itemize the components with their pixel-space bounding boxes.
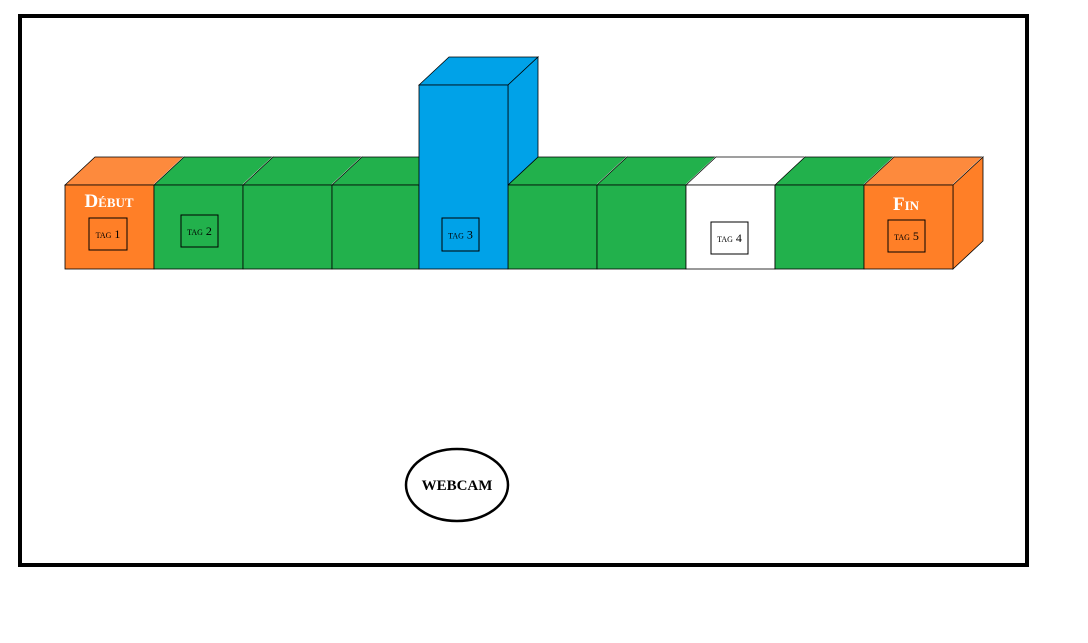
tag-box (710, 221, 749, 255)
track: tag 1 tag 2 tag 3 tag 4 tag 5 Début Fin (64, 56, 984, 270)
cell-front-face (64, 184, 155, 270)
webcam-label: WEBCAM (422, 478, 493, 494)
cell-front-face (685, 184, 776, 270)
tag-box (441, 217, 480, 252)
cell-front-face (774, 184, 865, 270)
tag-label: tag 5 (894, 229, 919, 243)
cell-front-face (863, 184, 954, 270)
tag-label: tag 3 (448, 228, 473, 242)
cell-front-face (331, 184, 420, 270)
webcam-ellipse (404, 447, 510, 523)
tag-box (180, 214, 219, 248)
tag-box (88, 217, 128, 251)
blue-block-front-face (418, 84, 509, 270)
cell-front-face (242, 184, 333, 270)
start-label: Début (84, 191, 133, 212)
cell-front-face (596, 184, 687, 270)
tag-box (887, 219, 926, 253)
tag-label: tag 4 (717, 231, 742, 245)
webcam: WEBCAM (404, 447, 510, 523)
cell-front-face (507, 184, 598, 270)
tag-label: tag 1 (96, 227, 121, 241)
cell-front-face (153, 184, 244, 270)
end-label: Fin (893, 194, 920, 215)
tag-label: tag 2 (187, 224, 212, 238)
